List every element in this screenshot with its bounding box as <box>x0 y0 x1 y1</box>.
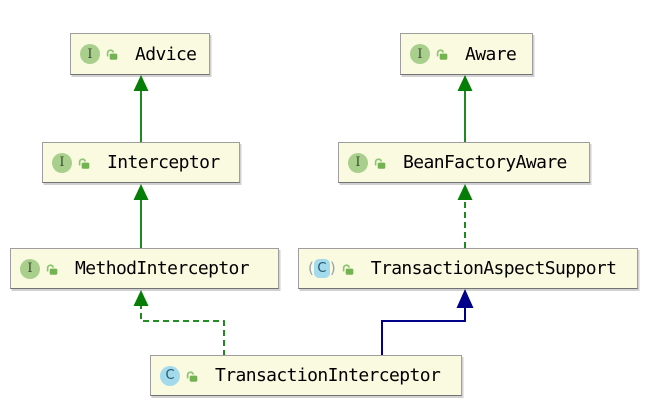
edge-transactioninterceptor-implements-methodinterceptor[interactable] <box>140 305 225 356</box>
interface-icon: I <box>410 44 430 64</box>
class-icon: C <box>313 259 330 278</box>
abstract-paren-close: ) <box>329 259 336 277</box>
node-label: Interceptor <box>107 152 220 173</box>
abstract-class-icon: ( C ) <box>308 259 336 278</box>
node-method-interceptor[interactable]: I MethodInterceptor <box>10 248 279 289</box>
public-lock-icon <box>373 156 387 170</box>
edge-beanfactoryaware-extends-aware-arrowhead <box>457 75 473 91</box>
node-label: Aware <box>465 43 517 65</box>
public-lock-icon <box>105 47 119 61</box>
interface-icon: I <box>80 44 100 64</box>
node-label: MethodInterceptor <box>75 258 250 279</box>
interface-icon-letter: I <box>355 155 361 170</box>
interface-icon: I <box>20 258 40 279</box>
class-icon-letter: C <box>317 261 327 276</box>
public-lock-icon <box>77 156 91 170</box>
node-label: TransactionInterceptor <box>215 365 441 386</box>
edge-transactioninterceptor-extends-transactionaspectsupport[interactable] <box>381 307 466 356</box>
interface-icon-letter: I <box>27 261 33 276</box>
edge-interceptor-extends-advice-arrowhead <box>133 75 149 91</box>
abstract-paren-open: ( <box>308 259 314 277</box>
node-advice[interactable]: I Advice <box>70 33 210 75</box>
node-label: BeanFactoryAware <box>403 152 567 173</box>
class-icon-letter: C <box>165 368 175 383</box>
interface-icon: I <box>348 152 368 173</box>
public-lock-icon <box>341 262 355 276</box>
edge-methodinterceptor-extends-interceptor-arrowhead <box>133 184 149 200</box>
node-interceptor[interactable]: I Interceptor <box>42 142 240 183</box>
node-transaction-aspect-support[interactable]: ( C ) TransactionAspectSupport <box>298 248 638 289</box>
interface-icon-letter: I <box>59 155 65 170</box>
class-icon: C <box>160 365 180 386</box>
public-lock-icon <box>435 47 449 61</box>
edge-transactionaspectsupport-implements-beanfactoryaware-arrowhead <box>457 184 473 200</box>
node-bean-factory-aware[interactable]: I BeanFactoryAware <box>338 142 590 183</box>
node-transaction-interceptor[interactable]: C TransactionInterceptor <box>150 355 462 396</box>
node-label: TransactionAspectSupport <box>370 258 617 279</box>
edge-transactioninterceptor-implements-methodinterceptor-arrowhead <box>133 290 149 306</box>
interface-icon-letter: I <box>417 46 423 62</box>
interface-icon: I <box>52 152 72 173</box>
public-lock-icon <box>185 369 199 383</box>
public-lock-icon <box>45 262 59 276</box>
interface-icon-letter: I <box>87 46 93 62</box>
edge-transactioninterceptor-extends-transactionaspectsupport-arrowhead <box>456 289 474 308</box>
node-aware[interactable]: I Aware <box>400 33 533 75</box>
node-label: Advice <box>135 43 197 65</box>
